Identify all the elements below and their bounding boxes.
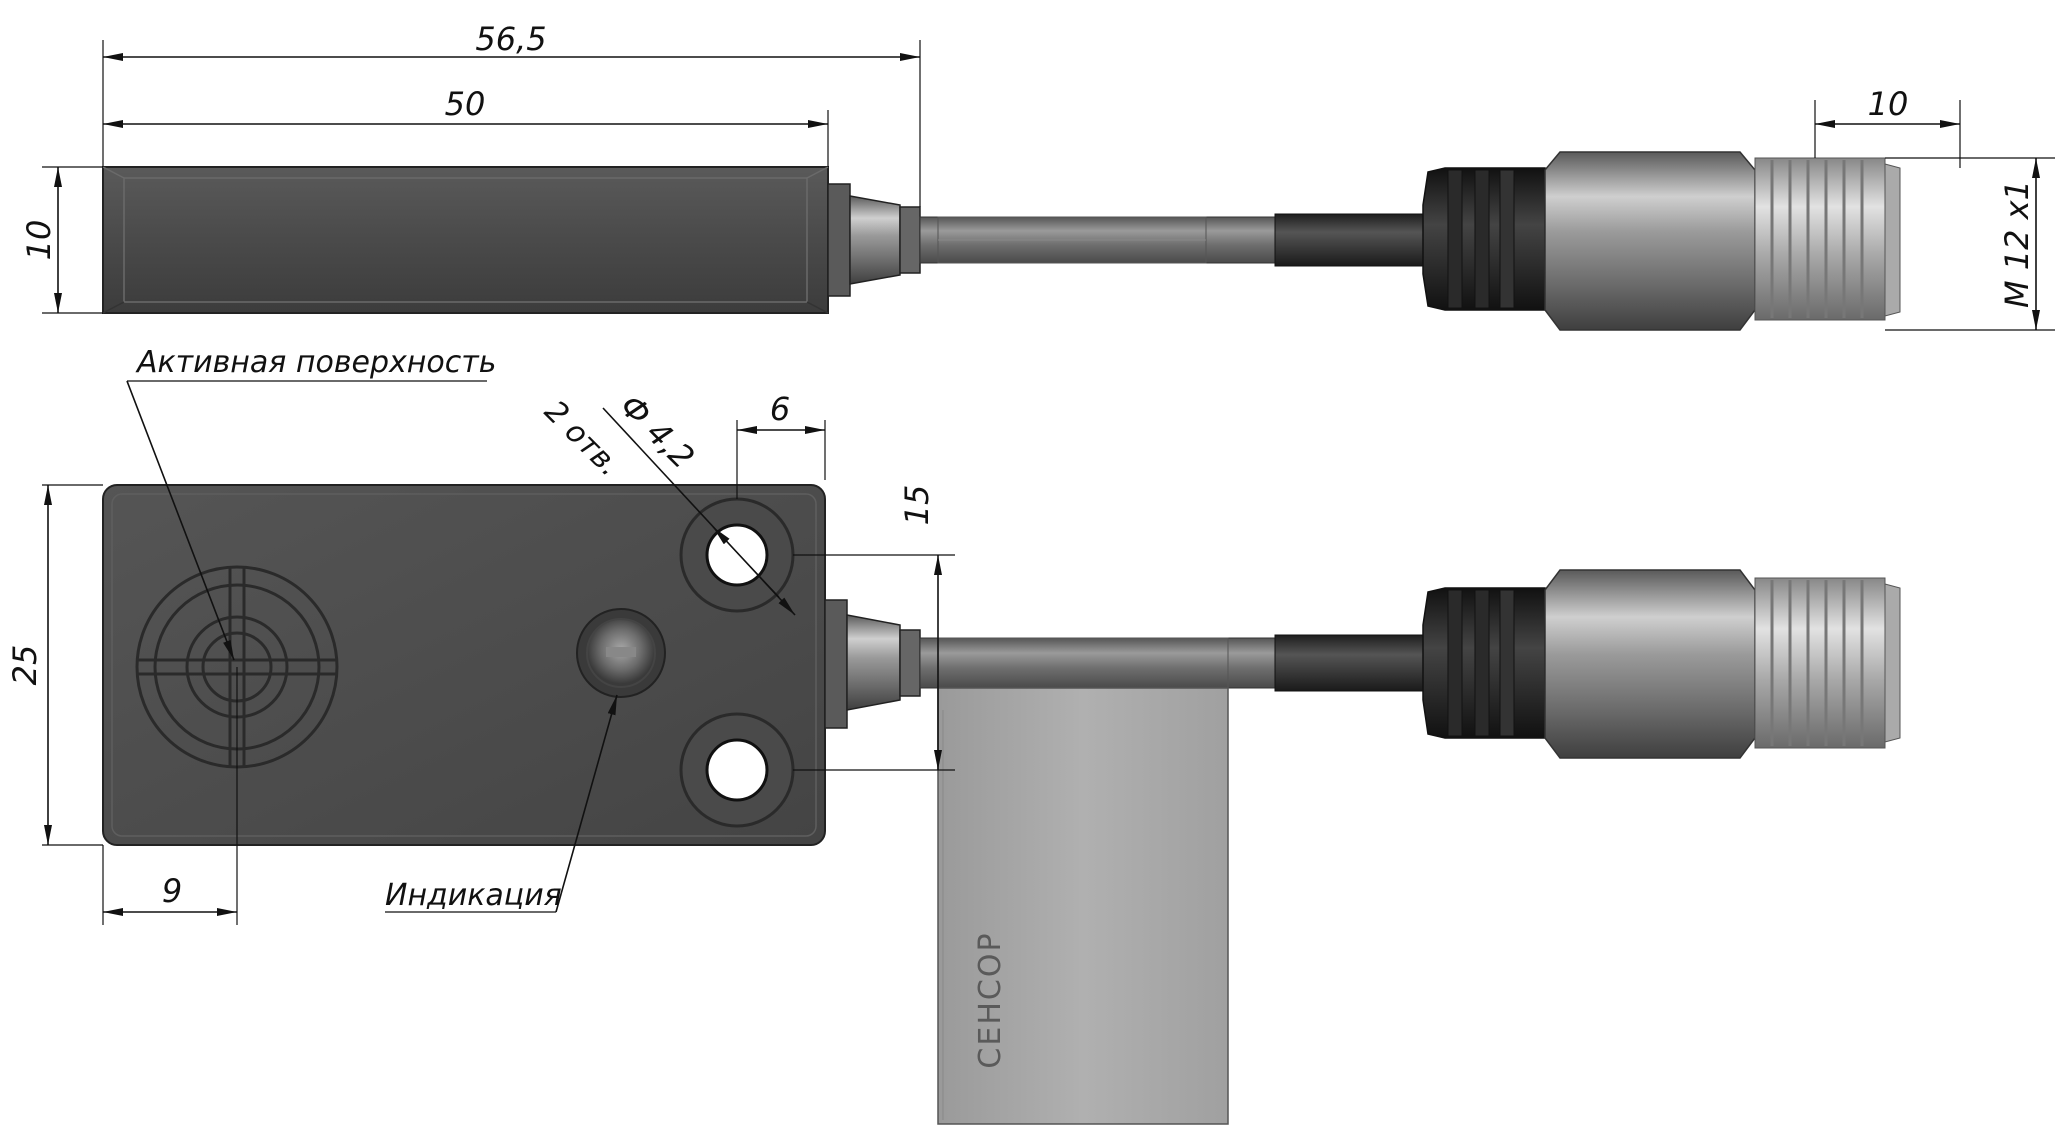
front-view: СЕНСОР [6,345,1901,1125]
cable-side [919,213,1424,267]
label-active-surface: Активная поверхность [135,345,496,380]
cable-gland-side [827,183,921,297]
cable-front [919,634,1424,692]
dim-hole-spacing: 15 [898,485,936,526]
connector-front [1422,569,1901,759]
led-indicator [576,608,666,698]
connector-side [1422,151,1901,331]
dim-connector-length: 10 [1868,85,1909,123]
dim-body-length: 50 [445,85,486,123]
brand-label: СЕНСОР [973,931,1008,1068]
sensor-body-side [102,166,829,314]
label-indicator: Индикация [385,878,562,913]
mounting-hole-bottom [679,712,795,828]
dimension-lines-top [42,40,2055,331]
top-view: 56,5 50 10 10 M 12 x1 [20,20,2055,331]
dim-hole-offset: 6 [770,390,790,428]
dim-height: 10 [20,220,58,261]
dim-center-offset: 9 [162,872,182,910]
dimension-lines-front [42,380,955,925]
brand-tag: СЕНСОР [937,687,1229,1125]
dim-width: 25 [6,645,44,686]
cable-gland-front [824,599,921,729]
dim-hole-count: 2 отв. [537,394,627,484]
dim-thread: M 12 x1 [1998,180,2036,308]
dim-total-length: 56,5 [475,20,546,58]
